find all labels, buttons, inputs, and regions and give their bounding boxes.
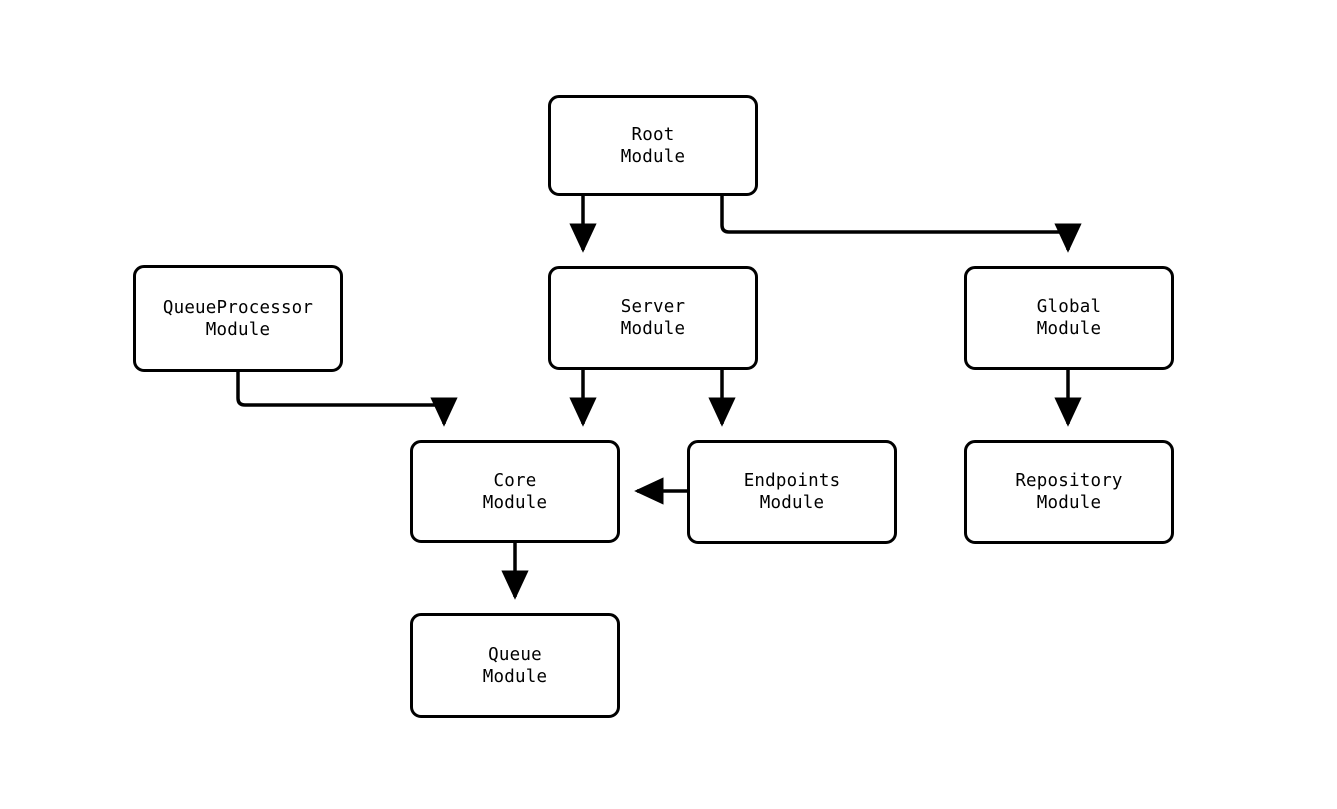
- edge-root-to-global: [720, 196, 1082, 253]
- node-root-module-label: Root Module: [620, 124, 686, 167]
- node-root-module[interactable]: Root Module: [548, 95, 758, 196]
- node-core-module[interactable]: Core Module: [410, 440, 620, 543]
- node-core-module-label: Core Module: [482, 470, 548, 513]
- node-endpoints-module-label: Endpoints Module: [743, 471, 841, 513]
- node-global-module[interactable]: Global Module: [964, 266, 1174, 370]
- node-queueprocessor-module-label: QueueProcessor Module: [162, 297, 314, 340]
- node-queue-module-label: Queue Module: [482, 644, 548, 687]
- node-queue-module[interactable]: Queue Module: [410, 613, 620, 718]
- node-server-module[interactable]: Server Module: [548, 266, 758, 370]
- node-server-module-label: Server Module: [620, 297, 686, 339]
- node-global-module-label: Global Module: [1036, 297, 1102, 339]
- node-queueprocessor-module[interactable]: QueueProcessor Module: [133, 265, 343, 372]
- node-endpoints-module[interactable]: Endpoints Module: [687, 440, 897, 544]
- node-repository-module-label: Repository Module: [1015, 471, 1123, 513]
- edge-queueprocessor-to-core: [236, 372, 458, 427]
- node-repository-module[interactable]: Repository Module: [964, 440, 1174, 544]
